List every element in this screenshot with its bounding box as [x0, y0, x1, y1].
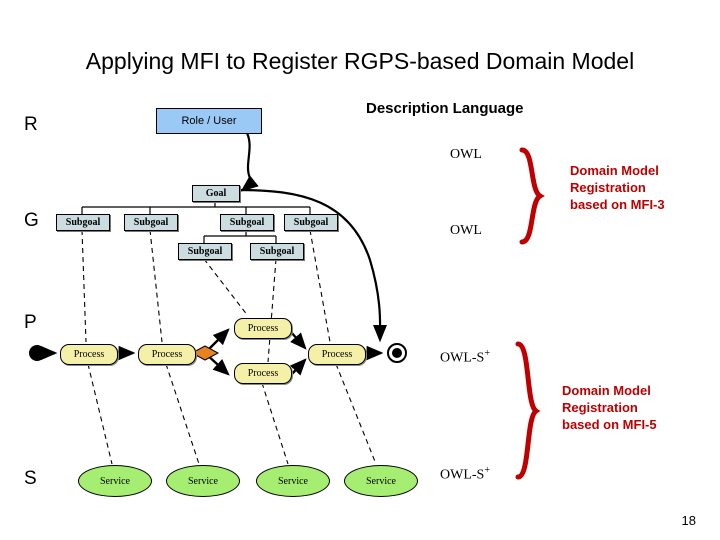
owl-s-label-process-sup: + — [484, 348, 490, 359]
page-title: Applying MFI to Register RGPS-based Doma… — [85, 48, 635, 74]
owl-label-goal-text: OWL — [450, 147, 482, 162]
owl-label-goal: OWL — [450, 147, 482, 163]
owl-label-subgoal: OWL — [450, 223, 482, 239]
node-service-1-label: Service — [100, 475, 130, 487]
node-service-2[interactable]: Service — [166, 465, 240, 497]
layer-letter-s: S — [24, 468, 37, 489]
connector-goal-to-process — [239, 188, 388, 343]
node-subgoal-4-label: Subgoal — [293, 217, 329, 228]
page-number: 18 — [681, 513, 696, 528]
node-process-5[interactable]: Process — [308, 344, 366, 365]
mfi-3-annotation-line-1: Domain Model — [570, 163, 659, 178]
node-subgoal-2[interactable]: Subgoal — [124, 214, 178, 231]
node-process-4[interactable]: Process — [234, 363, 292, 384]
node-subgoal-3-label: Subgoal — [229, 217, 265, 228]
node-service-4-label: Service — [366, 475, 396, 487]
mfi-5-annotation: Domain Model Registration based on MFI-5 — [562, 382, 657, 433]
brace-mfi-5 — [515, 341, 541, 480]
node-subgoal-1-label: Subgoal — [65, 217, 101, 228]
mfi-5-annotation-line-1: Domain Model — [562, 383, 651, 398]
node-service-2-label: Service — [188, 475, 218, 487]
layer-letter-g: G — [24, 210, 39, 231]
mfi-3-annotation-line-3: based on MFI-3 — [570, 197, 665, 212]
mfi-3-annotation-line-2: Registration — [570, 180, 646, 195]
node-subgoal-2-label: Subgoal — [133, 217, 169, 228]
owl-s-label-service-sup: + — [484, 465, 490, 476]
trace-process-to-service — [87, 363, 377, 465]
layer-letter-r: R — [24, 114, 38, 135]
end-state-dot — [392, 348, 402, 358]
node-process-3-label: Process — [247, 323, 279, 334]
node-subgoal-4[interactable]: Subgoal — [284, 214, 338, 231]
end-state-ring — [387, 343, 407, 363]
start-state-dot — [29, 345, 45, 361]
node-subgoal-5[interactable]: Subgoal — [178, 243, 232, 260]
node-service-1[interactable]: Service — [78, 465, 152, 497]
node-process-1[interactable]: Process — [60, 344, 118, 365]
brace-mfi-3 — [519, 147, 545, 245]
node-service-4[interactable]: Service — [344, 465, 418, 497]
node-process-2[interactable]: Process — [138, 344, 196, 365]
goal-tree-edges — [81, 200, 311, 243]
node-service-3[interactable]: Service — [256, 465, 330, 497]
node-subgoal-3[interactable]: Subgoal — [220, 214, 274, 231]
node-subgoal-6[interactable]: Subgoal — [250, 243, 304, 260]
connector-role-to-goal — [240, 132, 259, 192]
mfi-5-annotation-line-2: Registration — [562, 400, 638, 415]
owl-s-label-process: OWL-S+ — [440, 348, 490, 367]
owl-s-label-process-text: OWL-S — [440, 350, 485, 366]
owl-s-label-service: OWL-S+ — [440, 465, 490, 484]
node-subgoal-6-label: Subgoal — [259, 246, 295, 257]
node-subgoal-1[interactable]: Subgoal — [56, 214, 110, 231]
node-process-3[interactable]: Process — [234, 318, 292, 339]
node-subgoal-5-label: Subgoal — [187, 246, 223, 257]
mfi-3-annotation: Domain Model Registration based on MFI-3 — [570, 162, 665, 213]
node-goal[interactable]: Goal — [192, 185, 240, 202]
owl-label-subgoal-text: OWL — [450, 223, 482, 238]
owl-s-label-service-text: OWL-S — [440, 467, 485, 483]
node-service-3-label: Service — [278, 475, 308, 487]
node-process-2-label: Process — [151, 349, 183, 360]
node-goal-label: Goal — [205, 188, 227, 199]
node-role-user-label: Role / User — [181, 115, 237, 127]
node-process-1-label: Process — [73, 349, 105, 360]
node-process-4-label: Process — [247, 368, 279, 379]
description-language-heading: Description Language — [366, 100, 524, 117]
node-process-5-label: Process — [321, 349, 353, 360]
node-role-user[interactable]: Role / User — [156, 108, 262, 134]
mfi-5-annotation-line-3: based on MFI-5 — [562, 417, 657, 432]
layer-letter-p: P — [24, 312, 37, 333]
